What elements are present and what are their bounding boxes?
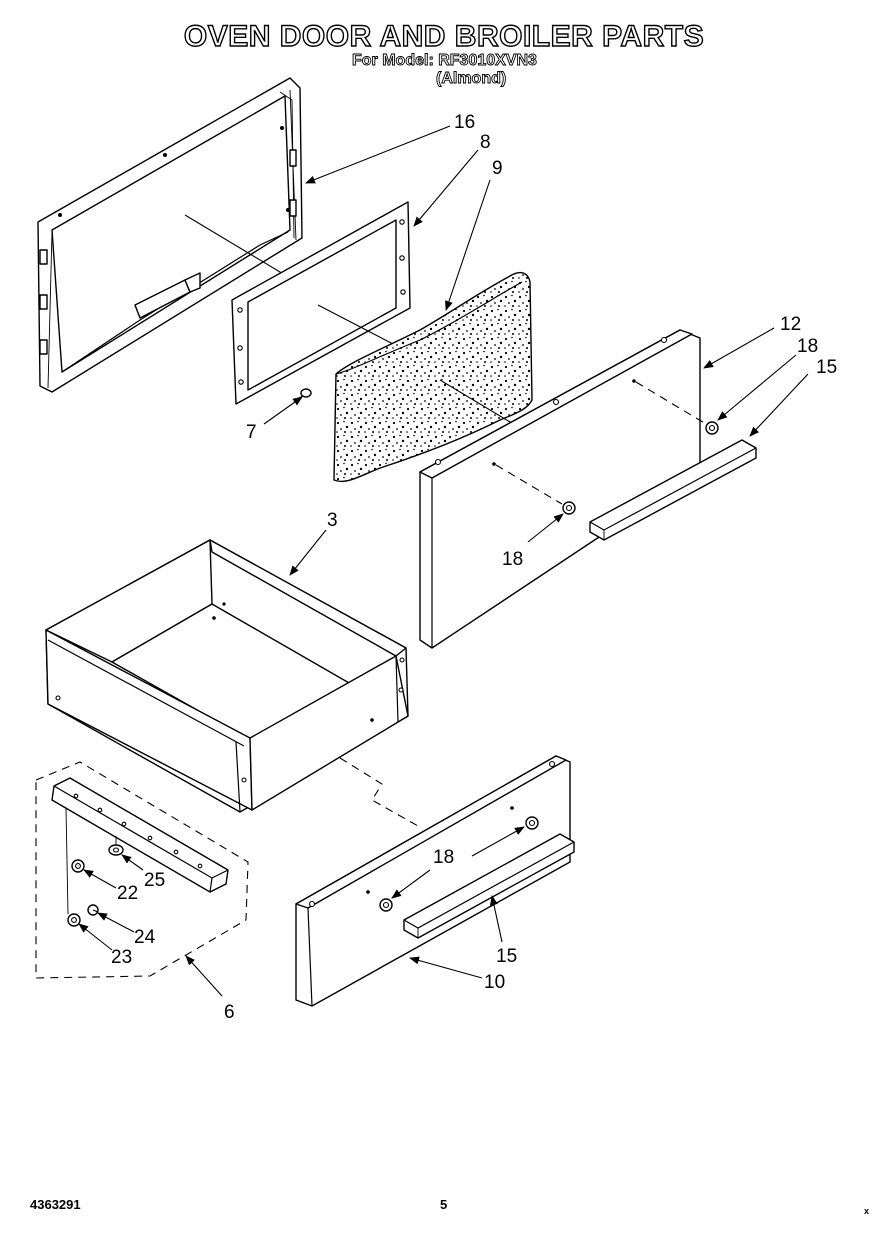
broiler-handle-spacer-upper	[525, 816, 539, 830]
insulation-pad	[333, 271, 533, 483]
callout-12: 12	[780, 314, 801, 335]
callout-6: 6	[224, 1002, 235, 1023]
callout-16: 16	[454, 112, 475, 133]
oven-door-outer-panel	[419, 329, 701, 649]
broiler-drawer-handle	[403, 833, 575, 939]
broiler-handle-spacer-lower	[379, 898, 393, 912]
page-number: 5	[440, 1197, 448, 1212]
callout-3: 3	[327, 510, 338, 531]
callout-25: 25	[144, 870, 165, 891]
drawer-slide-rail	[51, 777, 229, 915]
inner-door-frame	[37, 77, 303, 393]
page-title: OVEN DOOR AND BROILER PARTS	[183, 19, 705, 53]
callout-18-lower: 18	[502, 549, 523, 570]
document-number: 4363291	[30, 1197, 81, 1212]
broiler-front-panel	[295, 755, 571, 1007]
callout-9: 9	[492, 158, 503, 179]
variant-label: (Almond)	[436, 70, 507, 88]
callout-15-upper: 15	[816, 357, 837, 378]
callout-22: 22	[117, 883, 138, 904]
model-line: For Model: RF3010XVN3	[352, 52, 538, 70]
window-panel	[231, 201, 411, 405]
callout-7: 7	[246, 422, 257, 443]
callout-18-broiler: 18	[433, 847, 454, 868]
broiler-drawer	[45, 539, 409, 813]
callout-24: 24	[134, 927, 156, 948]
callout-8: 8	[480, 132, 491, 153]
callout-10: 10	[484, 972, 505, 993]
slide-assembly-outline	[35, 761, 249, 979]
callout-23: 23	[111, 947, 132, 968]
handle-spacer-lower	[562, 501, 576, 515]
corner-mark: x	[864, 1206, 870, 1216]
callout-18-upper: 18	[797, 336, 818, 357]
handle-spacer-upper	[705, 421, 719, 435]
callout-15-broiler: 15	[496, 946, 517, 967]
screw-24	[87, 904, 99, 916]
oven-door-handle	[589, 439, 757, 541]
nut-22	[71, 859, 85, 873]
washer-25	[108, 844, 124, 856]
nut-23	[67, 913, 81, 927]
